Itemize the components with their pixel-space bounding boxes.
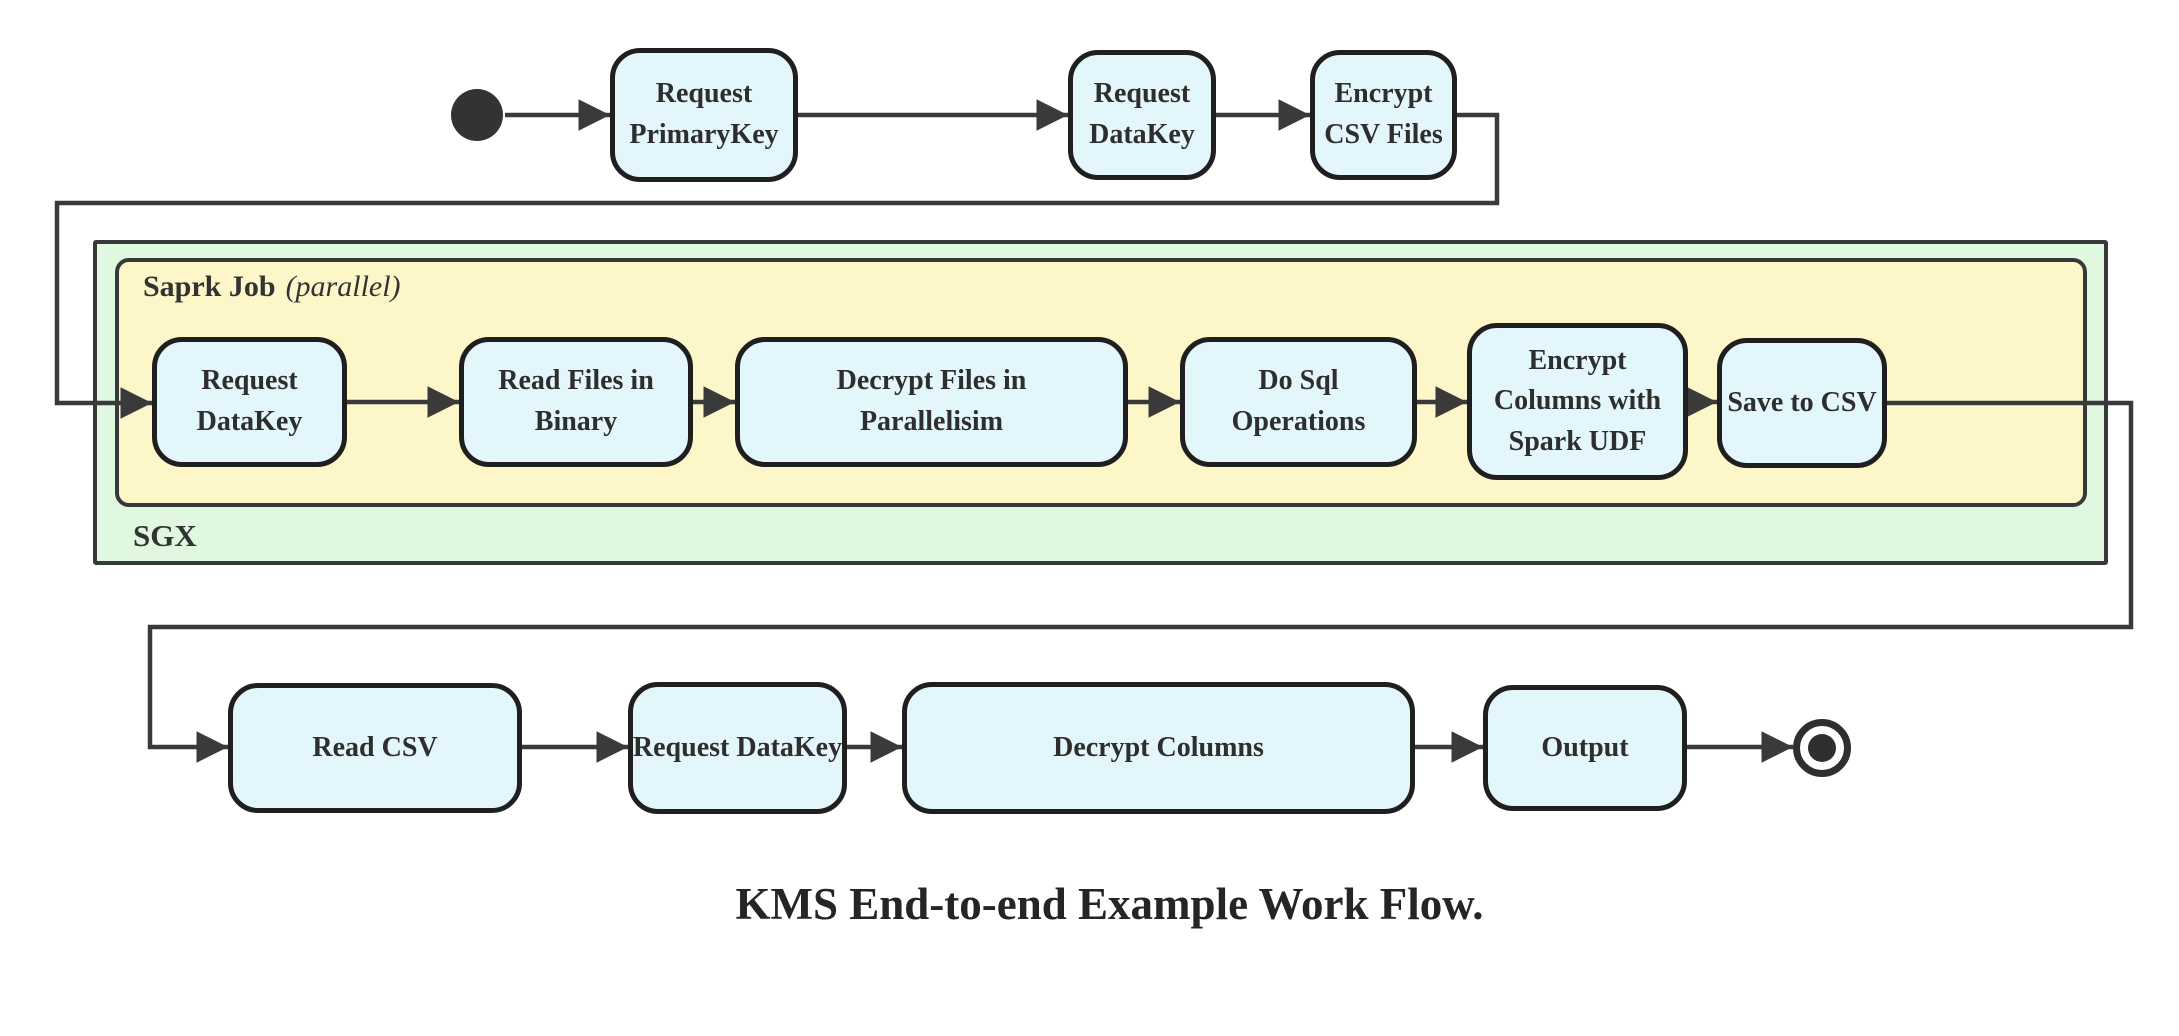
- node-encrypt-columns-with-spark-udf: Encrypt Columns with Spark UDF: [1467, 323, 1688, 480]
- node-decrypt-files-in-parallelisim: Decrypt Files in Parallelisim: [735, 337, 1128, 467]
- node-request-primarykey: Request PrimaryKey: [610, 48, 798, 182]
- node-request-datakey-top: Request DataKey: [1068, 50, 1216, 180]
- node-do-sql-operations: Do Sql Operations: [1180, 337, 1417, 467]
- node-read-files-in-binary: Read Files in Binary: [459, 337, 693, 467]
- sgx-label: SGX: [133, 518, 197, 553]
- diagram-caption: KMS End-to-end Example Work Flow.: [735, 879, 1484, 929]
- end-node-dot: [1808, 734, 1836, 762]
- spark-job-title: Saprk Job: [143, 270, 276, 303]
- node-decrypt-columns: Decrypt Columns: [902, 682, 1415, 814]
- node-output: Output: [1483, 685, 1687, 811]
- start-node: [451, 89, 503, 141]
- node-sgx-request-datakey: Request DataKey: [152, 337, 347, 467]
- edge-save-to-csv-to-read-csv: [147, 400, 2134, 763]
- spark-job-label: Saprk Job (parallel): [143, 270, 401, 304]
- node-request-datakey-bottom: Request DataKey: [628, 682, 847, 814]
- spark-job-parallel-note: (parallel): [285, 270, 401, 303]
- end-node: [1793, 719, 1851, 777]
- node-encrypt-csv-files: Encrypt CSV Files: [1310, 50, 1457, 180]
- node-save-to-csv: Save to CSV: [1717, 338, 1887, 468]
- edge-encrypt-csv-files-to-sgx-request-datakey: [54, 112, 1500, 419]
- node-read-csv: Read CSV: [228, 683, 522, 813]
